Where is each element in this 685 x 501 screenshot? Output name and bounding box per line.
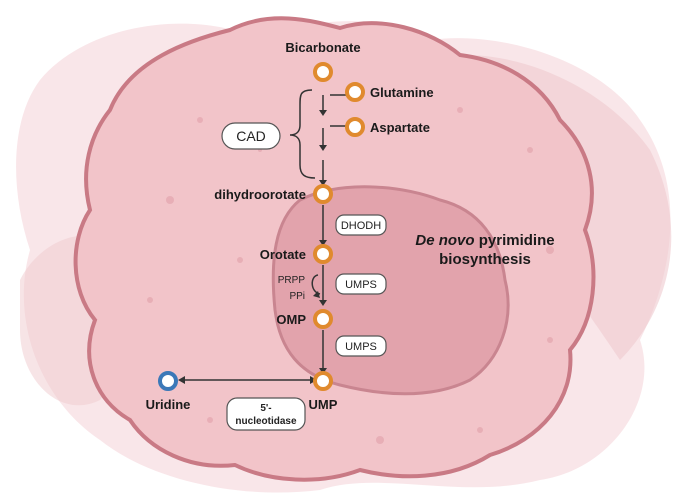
enzyme-umps-box-2: UMPS bbox=[335, 335, 387, 357]
diagram-title-line2: biosynthesis bbox=[439, 251, 531, 268]
label-aspartate: Aspartate bbox=[370, 120, 430, 135]
enzyme-cad-box: CAD bbox=[221, 122, 281, 150]
metabolite-aspartate-icon bbox=[345, 117, 365, 137]
cytoplasm-speckles bbox=[147, 107, 554, 444]
metabolite-orotate-icon bbox=[313, 244, 333, 264]
enzyme-dhodh-box: DHODH bbox=[335, 214, 387, 236]
metabolite-omp-icon bbox=[313, 309, 333, 329]
metabolite-bicarbonate-icon bbox=[313, 62, 333, 82]
label-omp: OMP bbox=[276, 312, 306, 327]
cad-bracket bbox=[289, 89, 316, 179]
label-prpp: PRPP bbox=[278, 275, 306, 286]
nucleus bbox=[271, 185, 510, 396]
label-dhodh: DHODH bbox=[341, 220, 381, 232]
label-umps-2: UMPS bbox=[345, 341, 377, 353]
label-nucleotidase-2: nucleotidase bbox=[235, 416, 297, 427]
enzyme-nucleotidase-box: 5'- nucleotidase bbox=[226, 397, 306, 431]
pathway-arrows bbox=[185, 94, 346, 381]
title-rest: pyrimidine bbox=[475, 232, 555, 249]
label-orotate: Orotate bbox=[260, 247, 306, 262]
label-bicarbonate: Bicarbonate bbox=[285, 40, 360, 55]
metabolite-glutamine-icon bbox=[345, 82, 365, 102]
metabolite-ump-icon bbox=[313, 371, 333, 391]
diagram-title-line1: De novo pyrimidine bbox=[415, 232, 554, 249]
label-uridine: Uridine bbox=[146, 397, 191, 412]
metabolite-dihydroorotate-icon bbox=[313, 184, 333, 204]
title-italic: De novo bbox=[415, 232, 474, 249]
label-nucleotidase-1: 5'- bbox=[260, 403, 271, 414]
label-glutamine: Glutamine bbox=[370, 85, 434, 100]
label-umps-1: UMPS bbox=[345, 279, 377, 291]
label-ump: UMP bbox=[309, 397, 338, 412]
metabolite-uridine-icon bbox=[158, 371, 178, 391]
enzyme-umps-box-1: UMPS bbox=[335, 273, 387, 295]
label-cad: CAD bbox=[236, 128, 266, 144]
label-ppi: PPi bbox=[289, 291, 305, 302]
label-dihydroorotate: dihydroorotate bbox=[214, 187, 306, 202]
